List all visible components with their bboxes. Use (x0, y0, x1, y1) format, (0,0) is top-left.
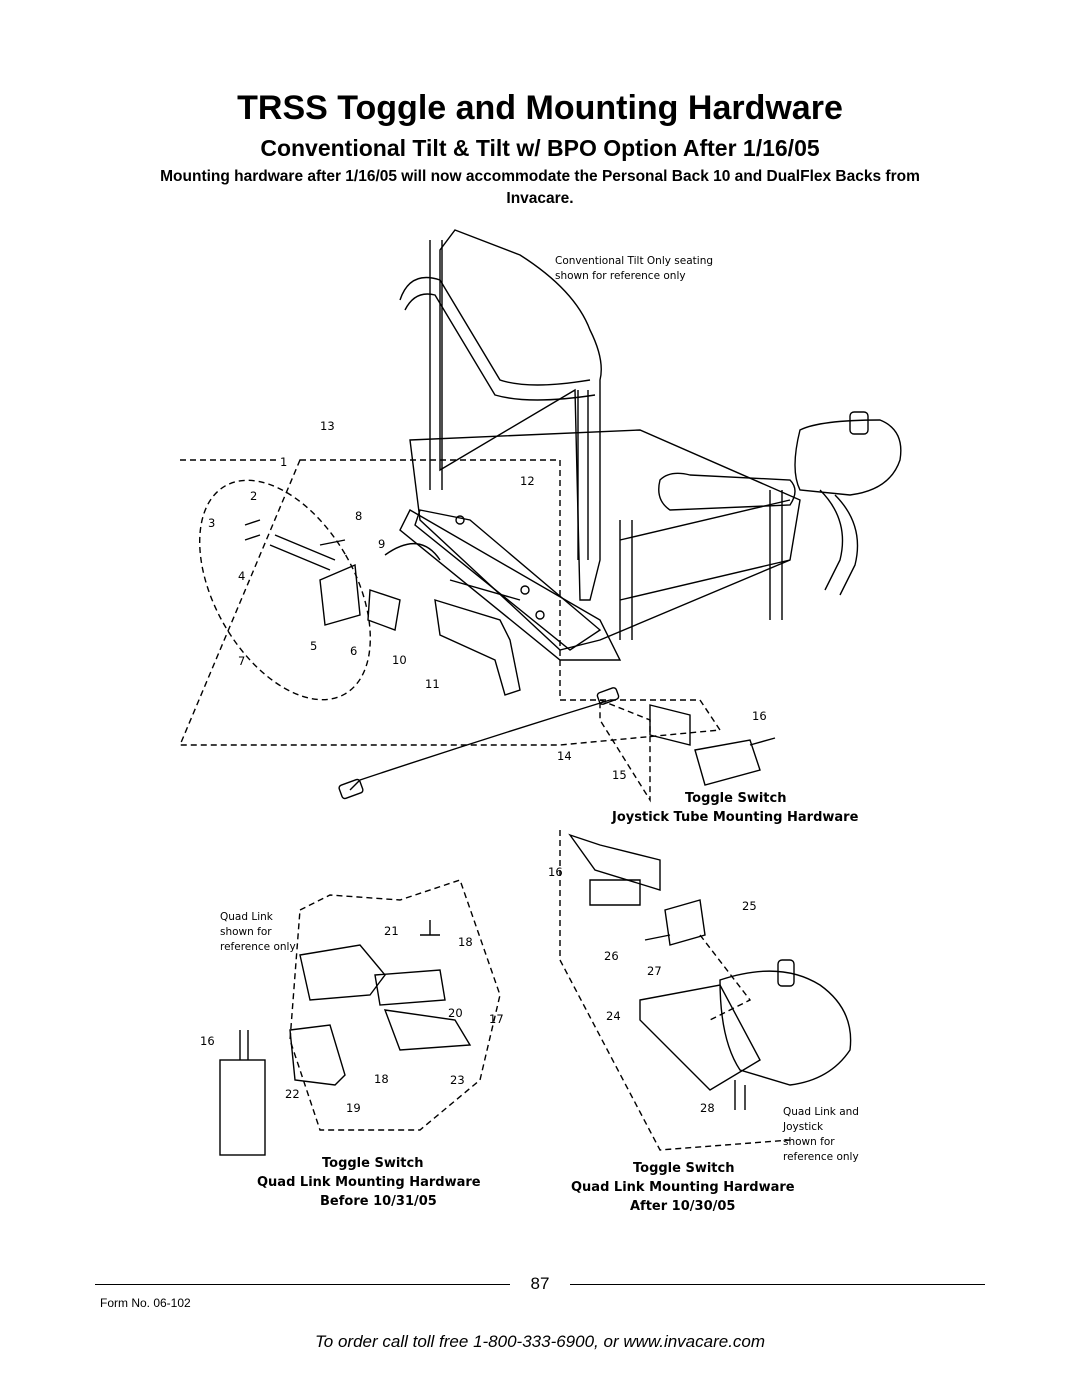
note-quadjoy-line-4: reference only (783, 1151, 859, 1163)
callout-28: 28 (700, 1101, 715, 1115)
bracket-9-10 (367, 542, 441, 631)
mount-plate-left (244, 519, 361, 626)
caption-joystick-line-2: Joystick Tube Mounting Hardware (611, 810, 859, 825)
cable-14 (338, 687, 620, 800)
callout-23: 23 (450, 1073, 465, 1087)
callout-7: 7 (238, 654, 245, 668)
callout-12: 12 (520, 474, 535, 488)
callout-14: 14 (557, 749, 572, 763)
callout-10: 10 (392, 653, 407, 667)
page-title: TRSS Toggle and Mounting Hardware (237, 89, 843, 127)
callout-5: 5 (310, 639, 317, 653)
caption-after-line-1: Toggle Switch (633, 1161, 735, 1176)
note-conventional-line-2: shown for reference only (555, 270, 686, 282)
page-subtitle: Conventional Tilt & Tilt w/ BPO Option A… (260, 135, 820, 161)
note-conventional-line-1: Conventional Tilt Only seating (555, 255, 713, 267)
callout-8: 8 (355, 509, 362, 523)
callout-18-upper: 18 (458, 935, 473, 949)
page-number: 87 (530, 1274, 550, 1293)
callout-15: 15 (612, 768, 627, 782)
callout-3: 3 (208, 516, 215, 530)
seat-back-frame (399, 229, 602, 601)
dashed-ellipse-subassembly (199, 479, 371, 701)
callout-17: 17 (489, 1012, 504, 1026)
callout-11: 11 (425, 677, 440, 691)
note-quadlink-line-3: reference only (220, 941, 296, 953)
callout-21: 21 (384, 924, 399, 938)
callout-20: 20 (448, 1006, 463, 1020)
callout-19: 19 (346, 1101, 361, 1115)
note-quadjoy-line-3: shown for (783, 1136, 835, 1148)
callout-4: 4 (238, 569, 245, 583)
callout-16-joystick: 16 (548, 865, 563, 879)
caption-after-line-2: Quad Link Mounting Hardware (571, 1180, 795, 1195)
quad-link-before-hardware (219, 879, 501, 1156)
diagram-notes: Conventional Tilt Only seating shown for… (220, 255, 859, 1214)
bracket-11 (434, 579, 521, 696)
intro-line-1: Mounting hardware after 1/16/05 will now… (160, 168, 920, 185)
callout-16-before: 16 (200, 1034, 215, 1048)
note-quadjoy-line-2: Joystick (782, 1121, 824, 1133)
dashed-enclosure-upper (178, 459, 722, 746)
note-quadjoy-line-1: Quad Link and (783, 1106, 859, 1118)
toggle-switch-upper (599, 698, 776, 803)
callout-9: 9 (378, 537, 385, 551)
footer-rule-right (570, 1284, 985, 1285)
order-info: To order call toll free 1-800-333-6900, … (314, 1332, 766, 1351)
caption-before-line-3: Before 10/31/05 (320, 1194, 437, 1209)
intro-line-2: Invacare. (506, 190, 574, 207)
callout-26: 26 (604, 949, 619, 963)
note-quadlink-line-1: Quad Link (220, 911, 274, 923)
caption-before-line-1: Toggle Switch (322, 1156, 424, 1171)
mount-rail-12 (414, 509, 602, 651)
callout-24: 24 (606, 1009, 621, 1023)
callout-13: 13 (320, 419, 335, 433)
intro-text: Mounting hardware after 1/16/05 will now… (40, 166, 1040, 210)
callout-6: 6 (350, 644, 357, 658)
caption-before-line-2: Quad Link Mounting Hardware (257, 1175, 481, 1190)
caption-joystick-line-1: Toggle Switch (685, 791, 787, 806)
caption-after-line-3: After 10/30/05 (630, 1199, 735, 1214)
joystick-tube-hardware (559, 830, 852, 1151)
footer-rule-left (95, 1284, 510, 1285)
callout-1: 1 (280, 455, 287, 469)
callout-2: 2 (250, 489, 257, 503)
joystick-upper (794, 411, 902, 596)
callout-27: 27 (647, 964, 662, 978)
callout-22: 22 (285, 1087, 300, 1101)
callout-25: 25 (742, 899, 757, 913)
armrest-assembly (619, 472, 796, 640)
form-number: Form No. 06-102 (100, 1296, 191, 1310)
note-quadlink-line-2: shown for (220, 926, 272, 938)
callout-16-upper: 16 (752, 709, 767, 723)
callout-labels: 13 1 2 3 4 5 6 7 8 9 10 11 12 14 15 16 1… (200, 419, 767, 1115)
callout-18-lower: 18 (374, 1072, 389, 1086)
